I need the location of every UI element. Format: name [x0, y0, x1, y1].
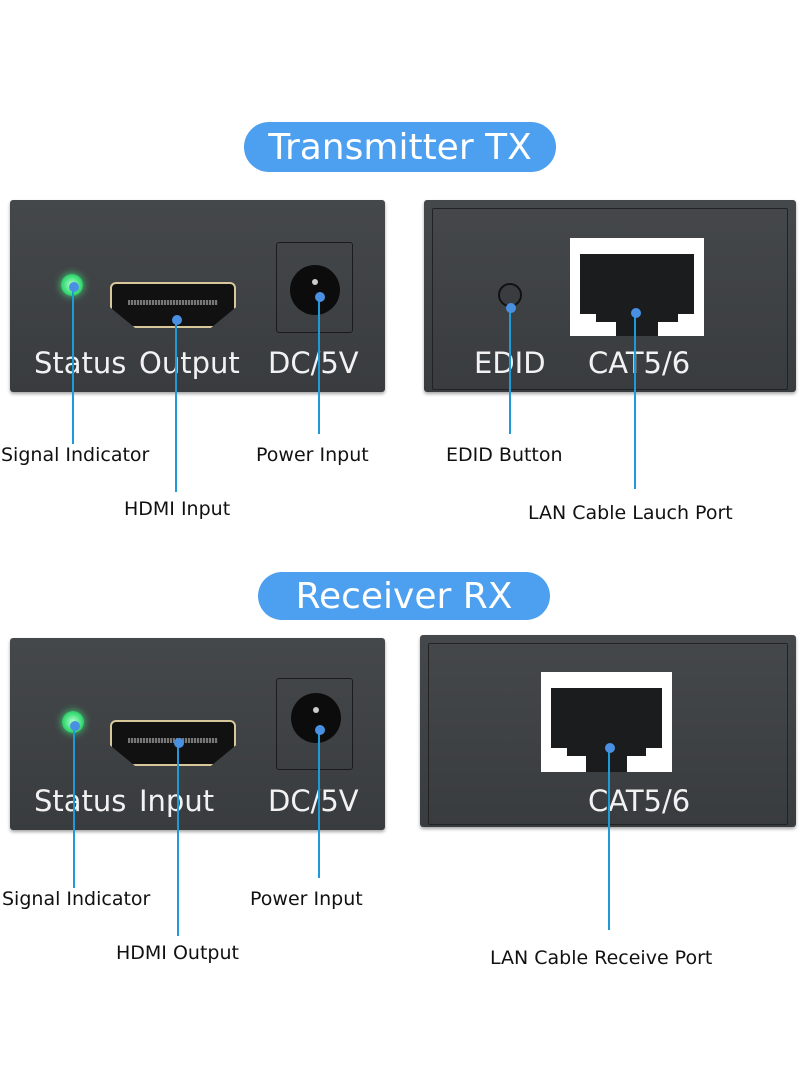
- transmitter-title: Transmitter TX: [244, 122, 556, 172]
- tx-signal-callout: Signal Indicator: [1, 444, 150, 466]
- tx-lan-callout: LAN Cable Lauch Port: [528, 502, 733, 524]
- tx-cat-label: CAT5/6: [588, 346, 691, 380]
- callout-line: [73, 726, 75, 888]
- receiver-title: Receiver RX: [258, 572, 550, 620]
- callout-line: [634, 313, 636, 489]
- rj45-port-icon: [570, 238, 704, 336]
- rx-cat-label: CAT5/6: [588, 784, 691, 818]
- tx-status-label: Status: [34, 346, 127, 380]
- rx-status-label: Status: [34, 784, 127, 818]
- rj45-port-icon: [541, 672, 672, 772]
- callout-line: [175, 320, 177, 492]
- rx-hdmi-callout: HDMI Output: [116, 942, 239, 964]
- callout-dot: [631, 308, 641, 318]
- rx-input-label: Input: [139, 784, 214, 818]
- callout-dot: [315, 292, 325, 302]
- callout-dot: [70, 721, 80, 731]
- dc-jack-icon: [290, 265, 340, 315]
- dc-jack-icon: [291, 693, 341, 743]
- tx-power-callout: Power Input: [256, 444, 369, 466]
- dc-port-frame: [276, 678, 353, 770]
- callout-dot: [315, 725, 325, 735]
- callout-dot: [605, 743, 615, 753]
- callout-line: [318, 730, 320, 878]
- tx-output-label: Output: [139, 346, 240, 380]
- rx-power-callout: Power Input: [250, 888, 363, 910]
- callout-line: [509, 308, 511, 434]
- callout-line: [608, 748, 610, 930]
- callout-dot: [174, 738, 184, 748]
- tx-dc-label: DC/5V: [268, 346, 359, 380]
- rx-signal-callout: Signal Indicator: [2, 888, 151, 910]
- tx-hdmi-callout: HDMI Input: [124, 498, 231, 520]
- dc-port-frame: [276, 242, 353, 333]
- hdmi-port-icon: [110, 720, 236, 766]
- callout-line: [72, 287, 74, 444]
- rx-dc-label: DC/5V: [268, 784, 359, 818]
- rx-lan-callout: LAN Cable Receive Port: [490, 947, 713, 969]
- callout-line: [177, 743, 179, 936]
- callout-dot: [69, 282, 79, 292]
- callout-dot: [506, 303, 516, 313]
- tx-edid-callout: EDID Button: [446, 444, 563, 466]
- callout-dot: [172, 315, 182, 325]
- callout-line: [318, 297, 320, 434]
